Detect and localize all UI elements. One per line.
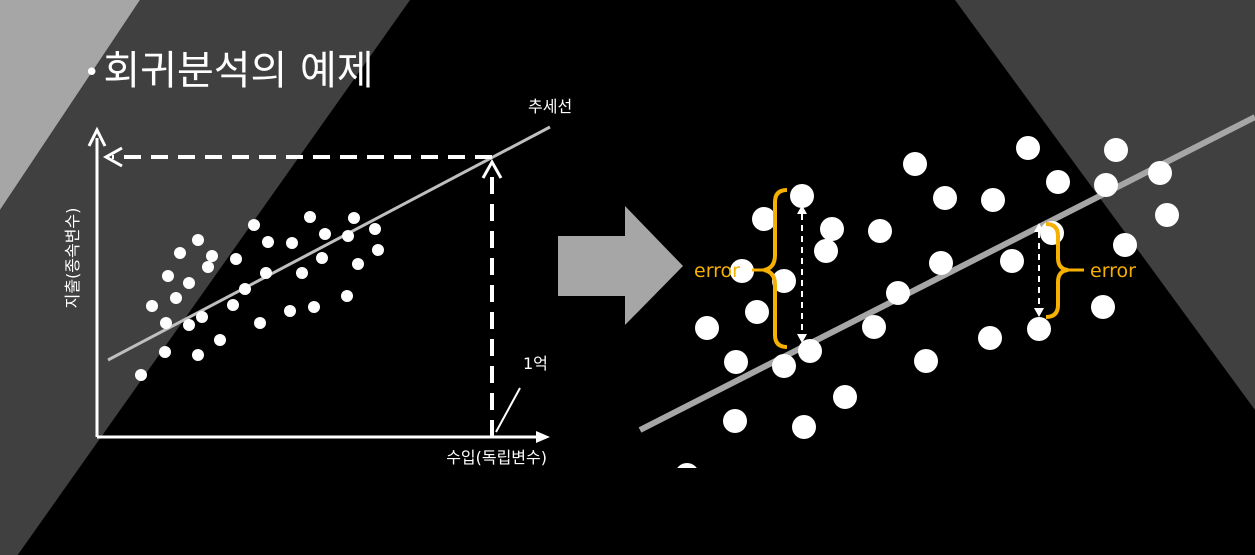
scatter-point bbox=[752, 207, 776, 231]
scatter-point bbox=[192, 349, 204, 361]
scatter-point bbox=[248, 219, 260, 231]
scatter-point bbox=[260, 267, 272, 279]
scatter-point bbox=[183, 277, 195, 289]
x-axis-label: 수입(독립변수) bbox=[446, 448, 547, 467]
scatter-point bbox=[1148, 161, 1172, 185]
scatter-point bbox=[135, 369, 147, 381]
scatter-point bbox=[772, 269, 796, 293]
trend-line bbox=[107, 125, 551, 362]
scatter-point bbox=[868, 219, 892, 243]
scatter-point bbox=[239, 283, 251, 295]
scatter-point bbox=[730, 259, 754, 283]
marker-callout-line bbox=[495, 387, 521, 433]
scatter-point bbox=[372, 244, 384, 256]
scatter-point bbox=[981, 188, 1005, 212]
scatter-point bbox=[316, 252, 328, 264]
scatter-point bbox=[342, 230, 354, 242]
scatter-point bbox=[227, 299, 239, 311]
scatter-point bbox=[1094, 173, 1118, 197]
scatter-point bbox=[978, 326, 1002, 350]
scatter-point bbox=[862, 315, 886, 339]
scatter-point bbox=[886, 281, 910, 305]
scatter-point bbox=[798, 339, 822, 363]
scatter-point bbox=[159, 346, 171, 358]
scatter-point bbox=[772, 354, 796, 378]
right-scatter-points bbox=[677, 136, 1179, 468]
scatter-point bbox=[1000, 249, 1024, 273]
marker-label: 1억 bbox=[523, 354, 548, 373]
scatter-point bbox=[723, 409, 747, 433]
scatter-point bbox=[792, 415, 816, 439]
scatter-point bbox=[724, 350, 748, 374]
scatter-point bbox=[1046, 170, 1070, 194]
scatter-point bbox=[174, 247, 186, 259]
scatter-point bbox=[695, 316, 719, 340]
scatter-point bbox=[1113, 233, 1137, 257]
vertical-guide-arrowhead bbox=[481, 158, 503, 179]
residual-arrowhead-top-right bbox=[1034, 223, 1044, 232]
scatter-point bbox=[1104, 138, 1128, 162]
error-label-left: error bbox=[694, 260, 740, 282]
scatter-point bbox=[914, 349, 938, 373]
x-axis-arrowhead bbox=[536, 431, 550, 443]
y-axis-arrowhead bbox=[87, 126, 107, 147]
scatter-point bbox=[1155, 203, 1179, 227]
dark-gray-panel-right bbox=[955, 0, 1255, 410]
scatter-point bbox=[833, 385, 857, 409]
right-arrow-icon bbox=[558, 206, 683, 325]
y-axis-label: 지출(종속변수) bbox=[63, 208, 82, 309]
title-bullet: • bbox=[84, 58, 100, 88]
scatter-point bbox=[352, 258, 364, 270]
scatter-point bbox=[202, 261, 214, 273]
scatter-point bbox=[933, 186, 957, 210]
scatter-point bbox=[677, 463, 697, 468]
scatter-point bbox=[214, 334, 226, 346]
error-label-right: error bbox=[1090, 260, 1136, 282]
scatter-point bbox=[230, 253, 242, 265]
scatter-point bbox=[192, 234, 204, 246]
scatter-point bbox=[308, 301, 320, 313]
scatter-point bbox=[286, 237, 298, 249]
scatter-point bbox=[146, 300, 158, 312]
scatter-point bbox=[296, 267, 308, 279]
scatter-point bbox=[196, 311, 208, 323]
scatter-point bbox=[790, 184, 814, 208]
scatter-point bbox=[183, 319, 195, 331]
scatter-point bbox=[348, 212, 360, 224]
trend-line-label: 추세선 bbox=[528, 97, 572, 116]
scatter-point bbox=[820, 217, 844, 241]
scatter-point bbox=[341, 290, 353, 302]
horizontal-guide-arrowhead bbox=[102, 146, 123, 168]
scatter-point bbox=[262, 236, 274, 248]
scatter-point bbox=[929, 251, 953, 275]
scatter-point bbox=[160, 317, 172, 329]
scatter-point bbox=[304, 211, 316, 223]
scatter-point bbox=[1091, 295, 1115, 319]
scatter-point bbox=[1016, 136, 1040, 160]
scatter-point bbox=[903, 152, 927, 176]
scatter-point bbox=[254, 317, 266, 329]
scatter-point bbox=[162, 270, 174, 282]
title-text: 회귀분석의 예제 bbox=[103, 48, 374, 94]
scatter-point bbox=[206, 250, 218, 262]
residual-arrowhead-bottom-right bbox=[1034, 308, 1044, 317]
scatter-point bbox=[284, 305, 296, 317]
scatter-point bbox=[319, 228, 331, 240]
scatter-point bbox=[1027, 317, 1051, 341]
residual-arrowhead-bottom-left bbox=[797, 334, 807, 343]
scatter-point bbox=[369, 223, 381, 235]
residual-arrowhead-top-left bbox=[797, 205, 807, 214]
scatter-point bbox=[814, 239, 838, 263]
scatter-point bbox=[745, 300, 769, 324]
slide-title: •회귀분석의 예제 bbox=[84, 38, 374, 96]
left-scatter-points bbox=[135, 211, 384, 381]
scatter-point bbox=[170, 292, 182, 304]
